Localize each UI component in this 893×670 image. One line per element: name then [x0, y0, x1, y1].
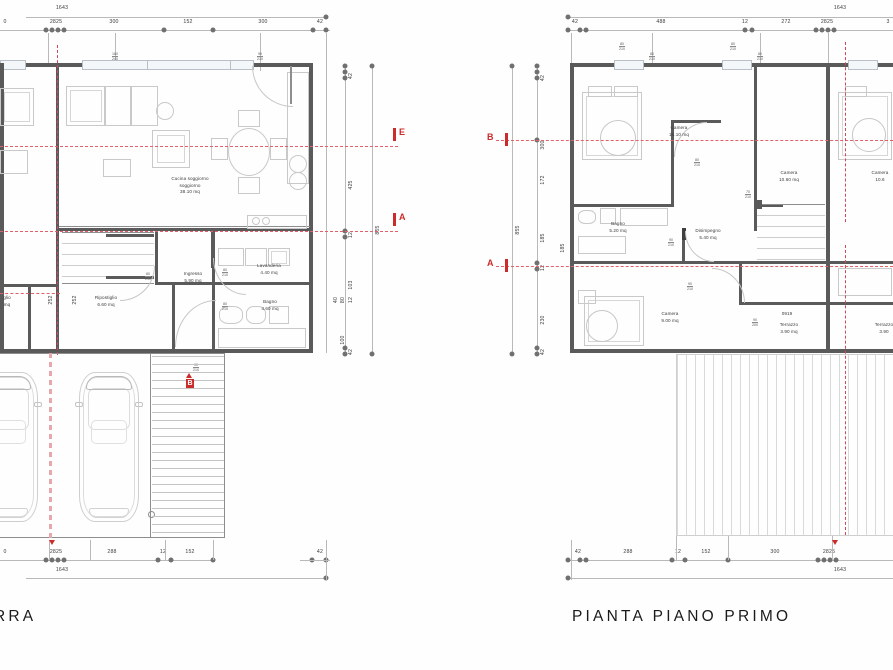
- dim-label: 300: [258, 19, 268, 25]
- dim-overall-left: 855: [515, 225, 521, 235]
- dim-label: 152: [185, 549, 195, 555]
- section-axis-a: [0, 231, 398, 232]
- room-label-disimpegno: Disimpegno 5.40 mq: [695, 228, 721, 240]
- dim-overall-bottom: 1643: [833, 567, 847, 573]
- dim-label: 300: [109, 19, 119, 25]
- dim-label: 185: [540, 233, 546, 243]
- dim-chain-outer-top-left: [26, 17, 326, 18]
- dim-label: 425: [348, 180, 354, 190]
- room-label-terrazzo-mirror: Terrazzo 3.90: [874, 322, 893, 334]
- label-0919: 0919: [781, 311, 793, 316]
- dim-label: 42: [316, 549, 324, 555]
- car-symbol: [75, 372, 143, 522]
- dim-label: 272: [781, 19, 791, 25]
- dim-tick: [210, 27, 216, 33]
- dim-label: 288: [623, 549, 633, 555]
- section-mark-b: B: [487, 132, 494, 142]
- car-symbol: [0, 372, 42, 522]
- room-label-ingresso: Ingresso 5.90 mq: [183, 271, 203, 283]
- room-label-ripostiglio: Ripostiglio 6.60 mq: [94, 295, 118, 307]
- dim-label: 2825: [49, 549, 63, 555]
- dim-label: 2825: [820, 19, 834, 25]
- dim-tick: [323, 27, 329, 33]
- opening-callout: 160240: [112, 52, 118, 61]
- dim-label: 12: [159, 549, 167, 555]
- dim-label: 152: [183, 19, 193, 25]
- section-mark-a: A: [399, 212, 406, 222]
- room-label-camera-900: Camera 9.00 mq: [661, 311, 679, 323]
- section-axis-partial: [0, 293, 60, 294]
- room-label-bagno: Bagno 4.60 mq: [261, 299, 279, 311]
- dim-tick: [55, 27, 61, 33]
- dim-label: 42: [540, 348, 546, 356]
- room-label-cucina-soggiorno: Cucina soggiorno soggiorno 38.10 mq: [171, 176, 209, 195]
- axis-vertical-party-wall: [57, 45, 58, 355]
- dim-label: 42: [316, 19, 324, 25]
- dim-label: 103: [348, 280, 354, 290]
- room-label-camera-1410: Camera 14.10 mq: [669, 125, 689, 137]
- section-axis-a: [496, 266, 893, 267]
- dim-tick: [49, 27, 55, 33]
- section-axis-e: [0, 146, 398, 147]
- axis-vertical: [845, 42, 846, 222]
- dim-tick: [161, 27, 167, 33]
- axis-arrow: [49, 540, 55, 545]
- section-bar-a: [505, 259, 508, 272]
- room-label-camera-1060: Camera 10.60 mq: [779, 170, 799, 182]
- dim-tick: [323, 14, 329, 20]
- section-bar-a: [393, 213, 396, 226]
- dim-tick: [43, 27, 49, 33]
- left-plan-title: RRA: [0, 608, 37, 625]
- dim-label: 2825: [49, 19, 63, 25]
- dim-label: 42: [574, 549, 582, 555]
- dim-tick: [310, 27, 316, 33]
- room-label-lavanderia: Lavanderia 4.40 mq: [257, 263, 281, 275]
- room-label-camera-1060-mirror: Camera 10.6: [871, 170, 889, 182]
- dim-label: 42: [348, 72, 354, 80]
- dim-tick: [61, 27, 67, 33]
- section-arrow-b: [186, 373, 192, 378]
- room-label-bagno: Bagno 5.20 mq: [609, 221, 627, 233]
- dim-label: 300: [540, 140, 546, 150]
- axis-dashed-column: [49, 353, 52, 539]
- roof-hatch-area: [676, 354, 893, 536]
- section-mark-e: E: [399, 127, 406, 137]
- dim-label: 172: [540, 175, 546, 185]
- dim-label: 2825: [822, 549, 836, 555]
- section-axis-b: [496, 140, 893, 141]
- dim-overall-bottom: 1643: [55, 567, 69, 573]
- dim-label: 42: [571, 19, 579, 25]
- section-bar-b: [505, 133, 508, 146]
- dim-overall-top: 1643: [55, 5, 69, 11]
- dim-label: 488: [656, 19, 666, 25]
- room-label-terrazzo: Terrazzo 3.90 mq: [779, 322, 799, 334]
- section-mark-a: A: [487, 258, 494, 268]
- dim-label: 230: [540, 315, 546, 325]
- dim-label: 855: [375, 225, 381, 235]
- room-label-ripostiglio-mirror: glio mq: [3, 295, 11, 307]
- right-plan-title: PIANTA PIANO PRIMO: [572, 608, 792, 625]
- dim-label: 42: [540, 74, 546, 82]
- dim-label: 12: [741, 19, 749, 25]
- section-bar-e: [393, 128, 396, 141]
- dim-label: 152: [701, 549, 711, 555]
- axis-arrow: [832, 540, 838, 545]
- dim-overall-top: 1643: [833, 5, 847, 11]
- dim-label: 300: [770, 549, 780, 555]
- dim-label: 288: [107, 549, 117, 555]
- section-mark-b: B: [186, 379, 195, 388]
- dim-label: 42: [348, 348, 354, 356]
- dim-label: 12: [674, 549, 682, 555]
